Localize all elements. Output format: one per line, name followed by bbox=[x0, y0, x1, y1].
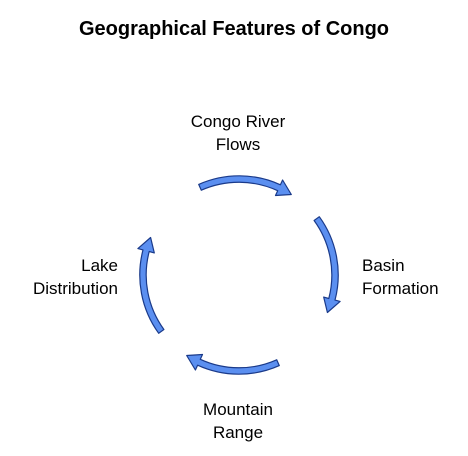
arrow-left-to-top bbox=[137, 236, 165, 334]
node-label-line: Formation bbox=[362, 279, 439, 298]
node-mountain-range: Mountain Range bbox=[138, 398, 338, 444]
node-label-line: Range bbox=[212, 423, 264, 442]
arrow-top-to-right bbox=[198, 175, 292, 197]
node-label-line: Congo River bbox=[190, 112, 286, 131]
node-label-line: Basin bbox=[362, 256, 405, 275]
node-label-line: Lake bbox=[81, 256, 118, 275]
node-label-line: Mountain bbox=[203, 400, 273, 419]
node-label-line: Flows bbox=[215, 135, 261, 154]
node-lake-distribution: Lake Distribution bbox=[0, 254, 118, 300]
arrow-bottom-to-left bbox=[186, 353, 280, 375]
diagram-title: Geographical Features of Congo bbox=[78, 18, 390, 40]
node-label-line: Distribution bbox=[32, 279, 118, 298]
node-congo-river-flows: Congo River Flows bbox=[138, 110, 338, 156]
node-basin-formation: Basin Formation bbox=[362, 254, 439, 300]
arrow-right-to-bottom bbox=[313, 216, 341, 314]
